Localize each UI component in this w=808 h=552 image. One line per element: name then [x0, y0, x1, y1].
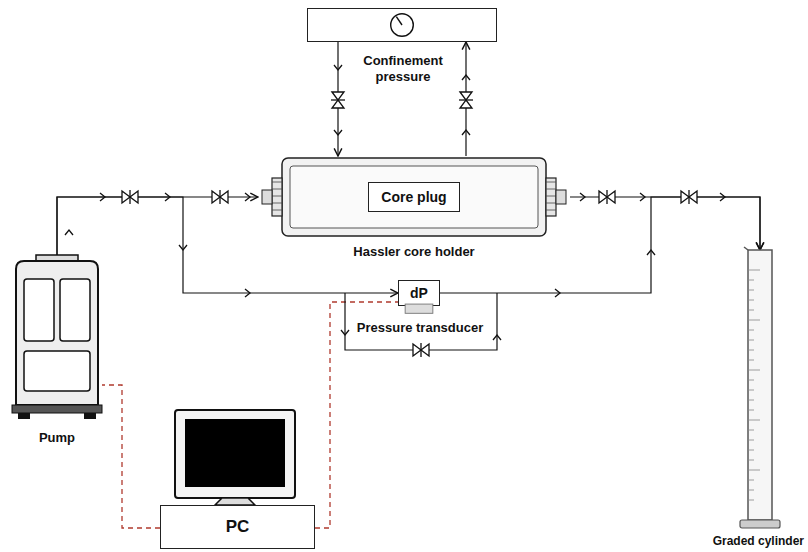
- pressure-gauge-box-drawing: [308, 9, 496, 41]
- flow-arrow: [462, 75, 470, 80]
- flow-arrow: [100, 193, 105, 201]
- flow-arrow: [555, 289, 560, 297]
- flow-arrow: [245, 289, 250, 297]
- valve-symbol: [413, 344, 429, 356]
- flow-line: [570, 197, 760, 250]
- flow-arrow: [493, 335, 501, 340]
- core-plug-box: Core plug: [368, 182, 460, 212]
- flow-line: [57, 197, 258, 255]
- gauge-label: Confinement pressure: [351, 53, 455, 84]
- pressure-transducer: dPPressure transducer: [398, 280, 440, 306]
- data-cable: [102, 385, 160, 528]
- dp-label: dP: [410, 285, 428, 301]
- pump-unit: Pump: [12, 255, 102, 420]
- flow-arrow: [580, 193, 585, 201]
- flow-arrow: [462, 130, 470, 135]
- valve-symbol: [599, 191, 615, 203]
- transducer-label: Pressure transducer: [357, 320, 483, 336]
- valve-symbol: [122, 191, 138, 203]
- valve-stem: [420, 343, 421, 357]
- flow-arrow: [720, 193, 725, 201]
- flow-arrow: [334, 130, 342, 135]
- flow-arrow: [179, 245, 187, 250]
- graded-cylinder: Graded cylinder: [738, 250, 782, 528]
- data-cable: [315, 302, 398, 528]
- pc-monitor: [175, 410, 295, 505]
- flow-arrow: [647, 250, 655, 255]
- pressure-gauge-box: Confinement pressure: [307, 8, 497, 42]
- core-holder: Hassler core holderCore plug: [258, 156, 570, 238]
- flow-arrow: [165, 193, 170, 201]
- valve-symbol: [332, 92, 344, 108]
- holder-label: Hassler core holder: [353, 244, 474, 260]
- flow-arrow: [245, 193, 250, 201]
- flow-arrow: [640, 193, 645, 201]
- flow-arrow: [334, 65, 342, 70]
- core-plug-label: Core plug: [381, 189, 446, 205]
- flow-arrow: [341, 330, 349, 335]
- valve-symbol: [212, 191, 228, 203]
- cylinder-label: Graded cylinder: [713, 534, 804, 548]
- graded-cylinder-drawing: [738, 250, 782, 528]
- valve-symbol: [460, 92, 472, 108]
- valve-stem: [129, 190, 130, 204]
- valve-stem: [688, 190, 689, 204]
- valve-stem: [459, 99, 473, 100]
- valve-stem: [219, 190, 220, 204]
- valve-stem: [606, 190, 607, 204]
- valve-symbol: [681, 191, 697, 203]
- pc-base: PC: [160, 505, 315, 549]
- pc-label: PC: [226, 517, 250, 537]
- flow-arrow: [65, 230, 73, 235]
- pump-label: Pump: [39, 430, 75, 446]
- pump-unit-drawing: [12, 255, 102, 420]
- valve-stem: [331, 99, 345, 100]
